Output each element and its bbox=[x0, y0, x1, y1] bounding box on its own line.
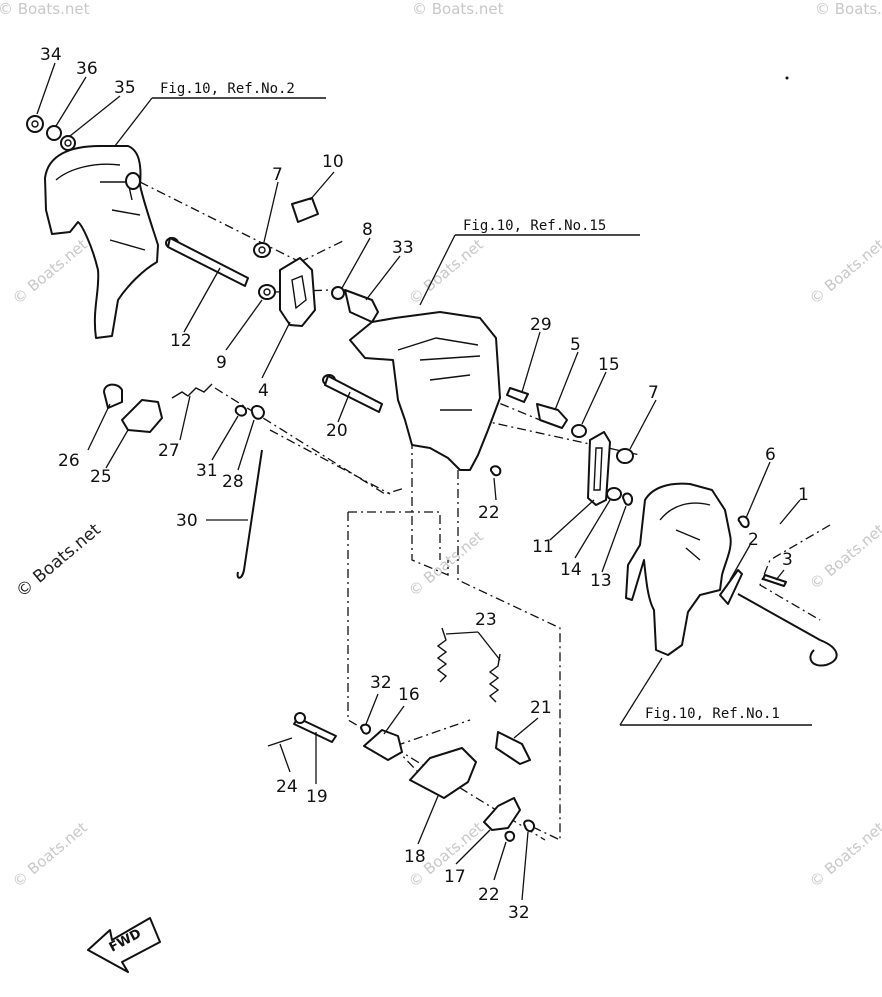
part-number-6: 6 bbox=[765, 445, 776, 465]
pin-24 bbox=[267, 737, 293, 747]
spring-23a bbox=[436, 627, 448, 683]
shaft-1 bbox=[737, 593, 838, 667]
spring-2 bbox=[719, 569, 743, 605]
part-number-3: 3 bbox=[782, 550, 793, 570]
block-10 bbox=[291, 197, 319, 223]
part-number-1: 1 bbox=[798, 485, 809, 505]
part-number-21: 21 bbox=[530, 698, 552, 718]
washer-7a bbox=[253, 242, 271, 258]
pin-19 bbox=[293, 717, 337, 743]
clip-32a bbox=[360, 723, 372, 735]
roller-21 bbox=[495, 731, 531, 765]
watermark: © Boats.net bbox=[806, 818, 882, 891]
part-number-23: 23 bbox=[475, 610, 497, 630]
part-number-10: 10 bbox=[322, 152, 344, 172]
ref-label-fig10-no2: Fig.10, Ref.No.2 bbox=[160, 81, 295, 97]
part-number-33: 33 bbox=[392, 238, 414, 258]
washer-36 bbox=[46, 125, 62, 141]
clip-6 bbox=[737, 515, 750, 528]
bracket-right bbox=[625, 482, 732, 656]
watermark-main: © Boats.net bbox=[12, 520, 105, 602]
watermark: © Boats.net bbox=[405, 235, 487, 308]
part-number-14: 14 bbox=[560, 560, 582, 580]
part-number-12: 12 bbox=[170, 331, 192, 351]
part-number-30: 30 bbox=[176, 511, 198, 531]
watermark: © Boats.net bbox=[9, 235, 91, 308]
washer-35 bbox=[60, 135, 76, 151]
clip-32b bbox=[523, 819, 536, 833]
spring-23b bbox=[488, 653, 501, 703]
part-number-13: 13 bbox=[590, 571, 612, 591]
washer-7b bbox=[616, 448, 634, 464]
sleeve-33 bbox=[344, 289, 379, 323]
lever-16 bbox=[363, 729, 403, 761]
part-number-19: 19 bbox=[306, 787, 328, 807]
clip-22b bbox=[504, 830, 516, 842]
clip-22a bbox=[490, 465, 502, 477]
watermark: © Boats.net bbox=[412, 0, 504, 18]
clip-28 bbox=[250, 405, 265, 420]
part-number-22: 22 bbox=[478, 503, 500, 523]
part-number-32-lower: 32 bbox=[508, 903, 530, 923]
ref-label-fig10-no1: Fig.10, Ref.No.1 bbox=[645, 706, 780, 722]
part-number-17: 17 bbox=[444, 867, 466, 887]
washer-15 bbox=[571, 424, 587, 438]
spring-27 bbox=[171, 383, 213, 399]
watermark: © Boats.net bbox=[0, 0, 90, 18]
rod-30 bbox=[236, 449, 263, 579]
part-number-labels: 34 36 35 10 7 8 33 12 9 4 29 5 15 7 26 2… bbox=[40, 45, 809, 923]
part-number-25: 25 bbox=[90, 467, 112, 487]
link-18 bbox=[409, 747, 477, 799]
part-number-28: 28 bbox=[222, 472, 244, 492]
part-number-24: 24 bbox=[276, 777, 298, 797]
part-number-36: 36 bbox=[76, 59, 98, 79]
lever-17 bbox=[483, 797, 521, 831]
latch-25 bbox=[121, 399, 163, 433]
part-number-11: 11 bbox=[532, 537, 554, 557]
clip-13 bbox=[622, 492, 634, 506]
part-number-34: 34 bbox=[40, 45, 62, 65]
part-number-27: 27 bbox=[158, 441, 180, 461]
swivel-bracket bbox=[349, 311, 501, 471]
watermark: © Boats.net bbox=[815, 0, 882, 18]
part-number-7-right: 7 bbox=[648, 383, 659, 403]
washer-14 bbox=[606, 487, 622, 501]
parts bbox=[26, 115, 838, 842]
part-number-16: 16 bbox=[398, 685, 420, 705]
watermark: © Boats.net bbox=[405, 527, 487, 600]
part-number-18: 18 bbox=[404, 847, 426, 867]
bracket-left bbox=[44, 145, 159, 339]
washer-9 bbox=[258, 284, 276, 300]
part-number-29: 29 bbox=[530, 315, 552, 335]
part-number-5: 5 bbox=[570, 335, 581, 355]
bushing-5 bbox=[536, 403, 568, 429]
ref-label-fig10-no15: Fig.10, Ref.No.15 bbox=[463, 218, 606, 234]
part-number-2: 2 bbox=[748, 530, 759, 550]
part-number-35: 35 bbox=[114, 78, 136, 98]
collar-8 bbox=[331, 286, 345, 300]
part-number-32: 32 bbox=[370, 673, 392, 693]
part-number-20: 20 bbox=[326, 421, 348, 441]
watermark: © Boats.net bbox=[9, 818, 91, 891]
watermark: © Boats.net bbox=[806, 520, 882, 593]
part-number-22-lower: 22 bbox=[478, 885, 500, 905]
part-number-4: 4 bbox=[258, 381, 269, 401]
plate-4 bbox=[279, 257, 316, 327]
reference-labels: Fig.10, Ref.No.2 Fig.10, Ref.No.15 Fig.1… bbox=[107, 81, 812, 726]
pin-3 bbox=[762, 574, 787, 587]
nut-34 bbox=[26, 115, 44, 133]
part-number-7: 7 bbox=[272, 165, 283, 185]
part-number-9: 9 bbox=[216, 353, 227, 373]
watermark: © Boats.net bbox=[806, 235, 882, 308]
bushing-26 bbox=[103, 383, 123, 409]
leader-lines bbox=[36, 62, 801, 901]
part-number-31: 31 bbox=[196, 461, 218, 481]
part-number-8: 8 bbox=[362, 220, 373, 240]
pin-29 bbox=[506, 387, 529, 403]
clip-31 bbox=[234, 405, 248, 417]
part-number-26: 26 bbox=[58, 451, 80, 471]
forward-direction-arrow: FWD bbox=[87, 917, 161, 973]
part-number-15: 15 bbox=[598, 355, 620, 375]
